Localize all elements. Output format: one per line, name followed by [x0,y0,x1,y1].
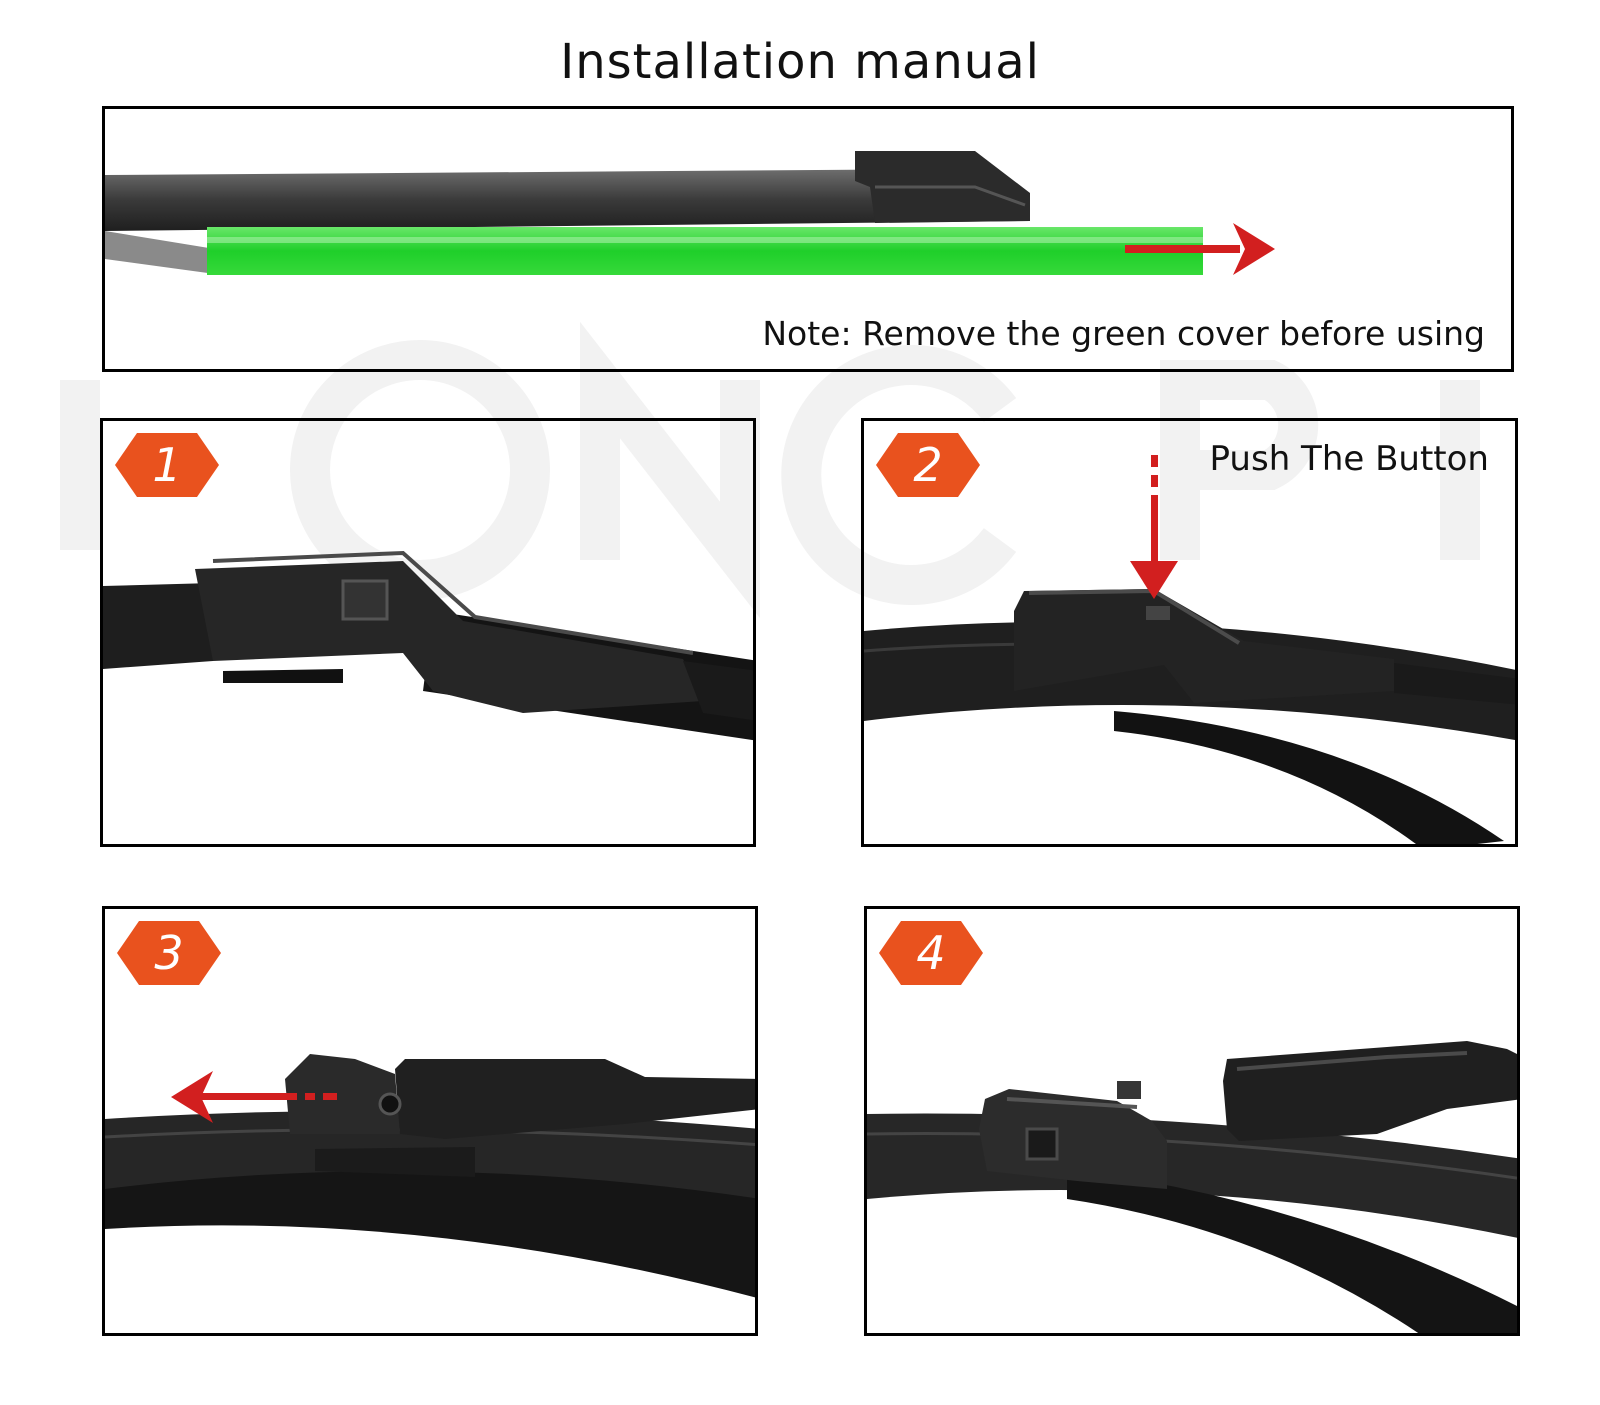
page-title: Installation manual [560,34,1040,90]
arrow-left-icon [171,1071,337,1123]
step-1-number: 1 [152,438,182,492]
step-2-badge: 2 [876,433,980,497]
wiper-blade-with-cover [105,151,1275,275]
step-3-number: 3 [154,926,184,980]
wiper-button-push [864,455,1515,844]
arrow-right-icon [1125,223,1275,275]
step-3-panel: 3 [102,906,758,1336]
hexagon-badge-icon [876,433,980,497]
step-4-number: 4 [916,926,946,980]
hexagon-badge-icon [117,921,221,985]
step-2-panel: 2 Push The Button [861,418,1518,847]
push-button-label: Push The Button [1209,439,1489,479]
hexagon-badge-icon [879,921,983,985]
arrow-down-icon [1130,455,1178,599]
cover-removal-panel: Note: Remove the green cover before usin… [102,106,1514,372]
wiper-detached [867,1041,1517,1333]
step-1-badge: 1 [115,433,219,497]
step-4-badge: 4 [879,921,983,985]
wiper-slide-off [105,1054,755,1298]
cover-note: Note: Remove the green cover before usin… [762,314,1485,353]
step-1-panel: 1 [100,418,756,847]
step-4-panel: 4 [864,906,1520,1336]
step-2-number: 2 [913,438,943,492]
wiper-arm-attached [103,550,753,741]
hexagon-badge-icon [115,433,219,497]
step-3-badge: 3 [117,921,221,985]
